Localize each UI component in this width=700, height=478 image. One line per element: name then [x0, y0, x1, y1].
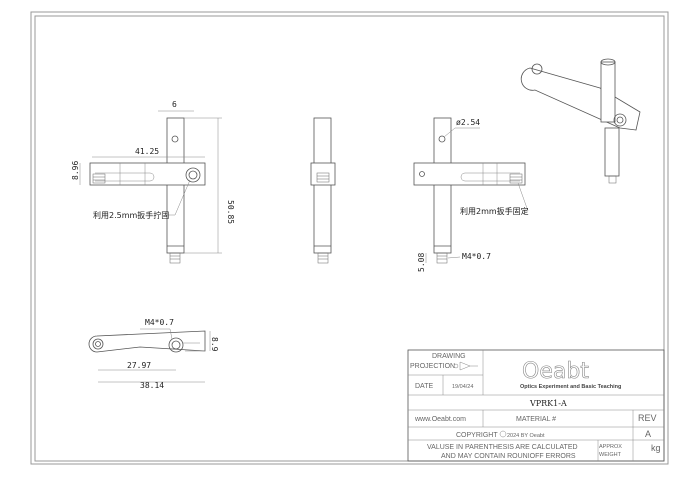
drawing-label: DRAWING	[432, 353, 466, 360]
top-view: M4*0.7 8.9 27.97 38.14	[88, 318, 219, 390]
title-block: DRAWING PROJECTION DATE 19/04/24 Oeabt O…	[407, 349, 665, 462]
copyright-icon	[499, 430, 507, 438]
dim-arm-height: 8.96	[71, 161, 80, 180]
date-label: DATE	[415, 383, 433, 390]
logo-subtitle: Optics Experiment and Basic Teaching	[520, 384, 621, 390]
top-thread: M4*0.7	[145, 318, 174, 327]
dim-top-height: 8.9	[210, 337, 219, 352]
dim-total-height: 50.85	[226, 200, 235, 224]
weight-unit: kg	[651, 443, 661, 453]
dim-center: 27.97	[127, 361, 151, 370]
front-view: 6 41.25 8.96 50.85 利用2.5mm扳手拧固	[71, 100, 235, 264]
logo: Oeabt	[522, 359, 589, 384]
side-view-right: ø2.54 利用2mm扳手固定 5.08 M4*0.7	[413, 117, 529, 272]
rev-label: REV	[638, 413, 657, 423]
inner-border	[34, 15, 665, 462]
copyright-label: COPYRIGHT	[456, 432, 498, 439]
rev-value: A	[645, 429, 651, 439]
disclaimer-line-2: AND MAY CONTAIN ROUNIOFF ERRORS	[441, 453, 576, 460]
front-note: 利用2.5mm扳手拧固	[93, 210, 169, 220]
projection-symbol-icon	[453, 361, 478, 371]
dim-total: 38.14	[140, 381, 164, 390]
date-value: 19/04/24	[452, 384, 473, 390]
copyright-text: 2024 BY Oeabt	[507, 433, 545, 439]
dim-arm-length: 41.25	[135, 147, 159, 156]
dim-thread-length: 5.08	[417, 253, 426, 272]
weight-label-1: APPROX	[599, 444, 622, 450]
website: www.Oeabt.com	[414, 416, 466, 423]
dim-hole: ø2.54	[456, 118, 480, 127]
part-number: VPRK1-A	[529, 399, 567, 408]
side-view-middle	[310, 117, 336, 264]
disclaimer-line-1: VALUSE IN PARENTHESIS ARE CALCULATED	[427, 444, 578, 451]
dim-width: 6	[172, 100, 177, 109]
isometric-view	[520, 58, 641, 184]
outer-border	[30, 11, 669, 465]
material-label: MATERIAL #	[516, 416, 556, 423]
side-note: 利用2mm扳手固定	[460, 206, 529, 216]
side-thread: M4*0.7	[462, 252, 491, 261]
projection-label: PROJECTION	[410, 363, 455, 370]
weight-label-2: WEIGHT	[599, 452, 622, 458]
